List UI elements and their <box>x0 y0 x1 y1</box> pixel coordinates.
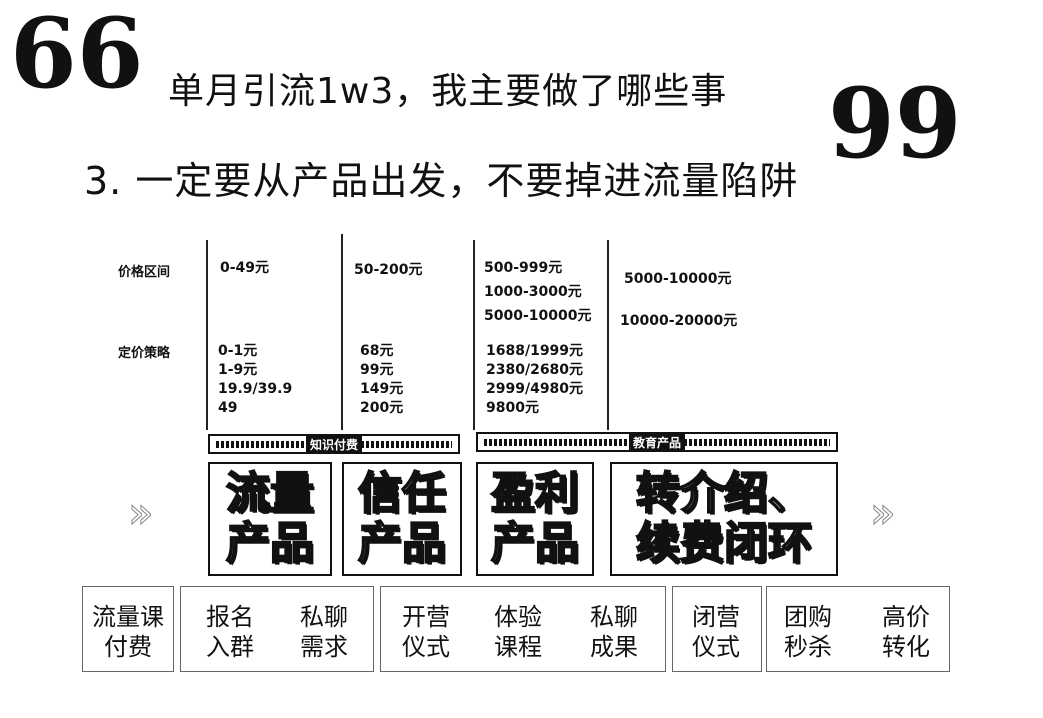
step-closing-ceremony: 闭营 仪式 <box>692 603 740 661</box>
step-group <box>82 586 174 672</box>
step-high-price-conversion: 高价 转化 <box>882 603 930 661</box>
band-education-products: 教育产品 <box>476 432 838 452</box>
step-group-buy-flash-sale: 团购 秒杀 <box>784 603 832 661</box>
close-quote-mark: 99 <box>828 67 962 180</box>
step-trial-course: 体验 课程 <box>494 603 542 661</box>
column-divider <box>206 240 208 430</box>
step-register-join-group: 报名 入群 <box>206 603 254 661</box>
product-traffic: 流量 产品 <box>208 462 332 576</box>
step-opening-ceremony: 开营 仪式 <box>402 603 450 661</box>
pricing-col1: 0-1元 1-9元 19.9/39.9 49 <box>218 343 293 416</box>
step-private-chat-needs: 私聊 需求 <box>300 603 348 661</box>
price-range-col3: 500-999元 1000-3000元 5000-10000元 <box>484 260 592 324</box>
product-profit: 盈利 产品 <box>476 462 594 576</box>
column-divider <box>607 240 609 430</box>
row-label-price-range: 价格区间 <box>118 265 171 280</box>
pricing-col2: 68元 99元 149元 200元 <box>360 343 404 416</box>
step-traffic-course-payment: 流量课 付费 <box>92 603 164 661</box>
price-range-col4: 5000-10000元 10000-20000元 <box>620 271 738 329</box>
product-referral-renewal: 转介绍、 续费闭环 <box>610 462 838 576</box>
page-subtitle: 3. 一定要从产品出发，不要掉进流量陷阱 <box>84 159 799 203</box>
product-trust: 信任 产品 <box>342 462 462 576</box>
step-group <box>180 586 374 672</box>
page-title: 单月引流1w3，我主要做了哪些事 <box>168 71 728 112</box>
row-label-pricing-strategy: 定价策略 <box>118 346 171 361</box>
column-divider <box>473 240 475 430</box>
double-chevron-right-icon: » <box>128 488 155 538</box>
price-range-col1: 0-49元 <box>220 260 270 276</box>
double-chevron-right-icon: » <box>870 488 897 538</box>
price-range-col2: 50-200元 <box>354 262 423 278</box>
pricing-col3: 1688/1999元 2380/2680元 2999/4980元 9800元 <box>486 343 584 416</box>
step-group <box>672 586 762 672</box>
band-knowledge-paid: 知识付费 <box>208 434 460 454</box>
open-quote-mark: 66 <box>10 0 144 110</box>
step-group <box>380 586 666 672</box>
step-group <box>766 586 950 672</box>
column-divider <box>341 234 343 430</box>
step-private-chat-results: 私聊 成果 <box>590 603 638 661</box>
